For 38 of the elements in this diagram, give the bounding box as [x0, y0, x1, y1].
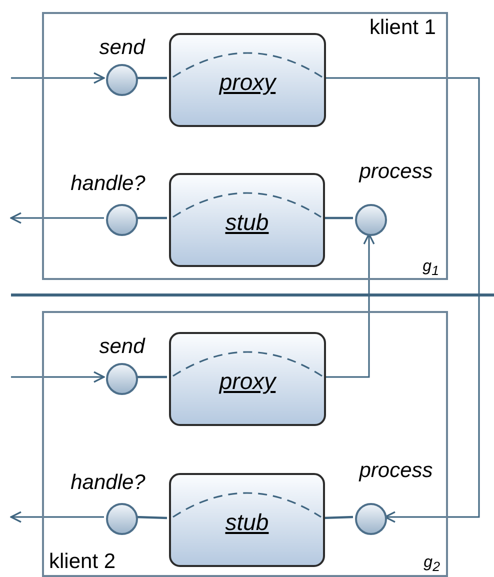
arrow: [10, 212, 104, 224]
arrow: [10, 511, 104, 523]
component-name: proxy: [218, 368, 278, 395]
component-box: [169, 173, 325, 267]
port-label: process: [359, 160, 433, 184]
frame-border: [42, 12, 448, 280]
arrow: [324, 233, 375, 378]
connector-line: [323, 216, 353, 220]
port-circle: [355, 204, 387, 236]
arrow: [11, 371, 105, 383]
port-circle: [106, 503, 138, 535]
port-label: send: [99, 36, 145, 60]
component-box: [169, 473, 325, 567]
frame-border: [42, 311, 448, 577]
frame-label: g$_{1}$: [422, 258, 439, 278]
component-name: stub: [224, 209, 270, 236]
connector-line: [136, 516, 168, 520]
port-label: process: [359, 459, 433, 483]
connector-line: [136, 376, 167, 378]
component-name: stub: [224, 509, 270, 536]
component-box: [169, 332, 326, 426]
frame-label: g$_{2}$: [424, 554, 440, 574]
port-circle: [106, 64, 138, 96]
connector-line: [136, 216, 167, 220]
port-circle: [106, 204, 138, 236]
arrow: [324, 77, 480, 523]
frame-title: klient 2: [49, 550, 116, 574]
arrow: [11, 72, 105, 84]
port-circle: [106, 363, 138, 395]
port-label: handle?: [70, 471, 146, 495]
port-circle: [355, 503, 387, 535]
frame-title: klient 1: [369, 16, 436, 40]
component-name: proxy: [218, 69, 278, 96]
component-box: [169, 33, 326, 127]
port-label: handle?: [70, 172, 146, 196]
connector-line: [136, 76, 167, 80]
connector-line: [322, 516, 354, 520]
port-label: send: [99, 335, 145, 359]
